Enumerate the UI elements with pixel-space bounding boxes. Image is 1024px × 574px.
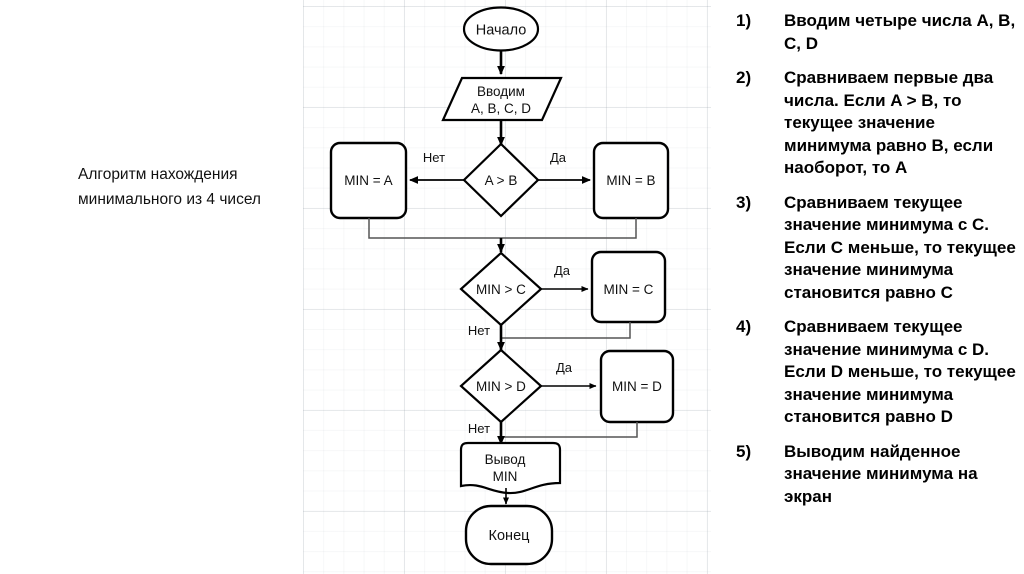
node-min-c: MIN = C bbox=[590, 250, 667, 324]
edge-merge-d bbox=[501, 422, 638, 438]
step-number: 4) bbox=[736, 317, 752, 336]
node-decision-d-label: MIN > D bbox=[476, 379, 526, 394]
node-min-d-label: MIN = D bbox=[612, 379, 662, 394]
node-decision-c: MIN > C bbox=[459, 251, 543, 327]
step-number: 1) bbox=[736, 11, 752, 30]
page-title: Алгоритм нахождения минимального из 4 чи… bbox=[78, 166, 261, 208]
edge-label-d-no: Нет bbox=[468, 421, 490, 436]
list-item: 3) Сравниваем текущее значение минимума … bbox=[736, 192, 1024, 305]
node-min-d: MIN = D bbox=[599, 349, 675, 424]
node-input: Вводим A, B, C, D bbox=[441, 76, 563, 122]
node-output-label-line2: MIN bbox=[493, 469, 518, 484]
step-text: Сравниваем текущее значение минимума с D… bbox=[784, 317, 1016, 426]
edge-label-c-yes: Да bbox=[554, 263, 571, 278]
node-start-label: Начало bbox=[476, 23, 527, 39]
node-decision-ab: A > B bbox=[462, 142, 540, 218]
step-number: 2) bbox=[736, 68, 752, 87]
steps-list: 1) Вводим четыре числа A, B, C, D 2) Сра… bbox=[736, 10, 1024, 520]
edge-label-d-yes: Да bbox=[556, 360, 573, 375]
node-input-label-line2: A, B, C, D bbox=[471, 101, 531, 116]
node-end: Конец bbox=[464, 504, 554, 566]
node-min-b: MIN = B bbox=[592, 141, 670, 220]
edge-merge-ab bbox=[368, 218, 637, 239]
step-text: Выводим найденное значение минимума на э… bbox=[784, 441, 978, 506]
node-start: Начало bbox=[462, 6, 540, 52]
node-min-c-label: MIN = C bbox=[604, 282, 654, 297]
step-text: Сравниваем первые два числа. Если A > B,… bbox=[784, 68, 994, 177]
edge-label-c-no: Нет bbox=[468, 323, 490, 338]
node-end-label: Конец bbox=[489, 528, 530, 544]
node-min-a-label: MIN = A bbox=[344, 173, 392, 188]
node-output-label-line1: Вывод bbox=[485, 452, 526, 467]
list-item: 5) Выводим найденное значение минимума н… bbox=[736, 441, 1024, 509]
edge-merge-c bbox=[501, 322, 631, 339]
list-item: 2) Сравниваем первые два числа. Если A >… bbox=[736, 67, 1024, 180]
step-number: 5) bbox=[736, 441, 752, 461]
list-item: 4) Сравниваем текущее значение минимума … bbox=[736, 316, 1024, 429]
node-decision-c-label: MIN > C bbox=[476, 282, 526, 297]
node-decision-d: MIN > D bbox=[459, 348, 543, 424]
node-decision-ab-label: A > B bbox=[485, 173, 518, 188]
node-min-a: MIN = A bbox=[329, 141, 408, 220]
node-min-b-label: MIN = B bbox=[606, 173, 655, 188]
step-text: Сравниваем текущее значение минимума с C… bbox=[784, 192, 1016, 302]
node-input-label-line1: Вводим bbox=[477, 84, 525, 99]
edge-label-ab-no: Нет bbox=[423, 150, 445, 165]
step-number: 3) bbox=[736, 192, 752, 212]
list-item: 1) Вводим четыре числа A, B, C, D bbox=[736, 10, 1024, 55]
node-output: Вывод MIN bbox=[459, 441, 562, 495]
edge-label-ab-yes: Да bbox=[550, 150, 567, 165]
step-text: Вводим четыре числа A, B, C, D bbox=[784, 11, 1016, 53]
